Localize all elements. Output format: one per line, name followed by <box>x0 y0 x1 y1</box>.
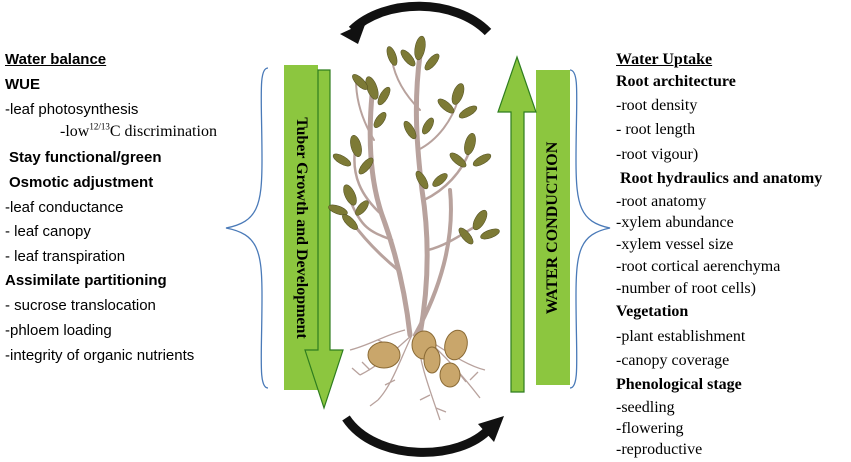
water-conduction-label: WATER CONDUCTION <box>544 141 561 315</box>
seedling-item: -seedling <box>616 399 675 416</box>
root-length-item: - root length <box>616 121 696 138</box>
cycle-arrow-top <box>340 1 492 44</box>
up-arrow <box>497 55 537 393</box>
root-cells-item: -number of root cells) <box>616 280 756 297</box>
assimilate-heading: Assimilate partitioning <box>5 272 167 289</box>
root-anatomy-item: -root anatomy <box>616 193 707 210</box>
phloem-item: -phloem loading <box>5 322 112 339</box>
canopy-coverage-item: -canopy coverage <box>616 352 730 369</box>
reproductive-item: -reproductive <box>616 441 703 458</box>
xylem-vessel-item: -xylem vessel size <box>616 236 734 253</box>
phenological-heading: Phenological stage <box>616 376 742 393</box>
potato-plant-illustration <box>328 35 500 421</box>
water-uptake-title: Water Uptake <box>616 51 713 68</box>
leaf-photosynthesis-item: -leaf photosynthesis <box>5 101 139 118</box>
flowering-item: -flowering <box>616 420 684 437</box>
sucrose-item: - sucrose translocation <box>5 297 156 314</box>
water-conduction-bar <box>536 70 570 385</box>
tuber-growth-bar <box>284 65 318 390</box>
xylem-abundance-item: -xylem abundance <box>616 214 734 231</box>
down-arrow <box>304 69 344 410</box>
stay-green-heading: Stay functional/green <box>9 149 162 166</box>
cycle-arrow-bottom <box>342 415 504 457</box>
integrity-item: -integrity of organic nutrients <box>5 347 195 364</box>
water-balance-title: Water balance <box>5 51 107 68</box>
root-density-item: -root density <box>616 97 698 114</box>
leaf-conductance-item: -leaf conductance <box>5 199 124 216</box>
root-vigour-item: -root vigour) <box>616 146 699 163</box>
wue-heading: WUE <box>5 76 40 93</box>
plant-establishment-item: -plant establishment <box>616 328 746 345</box>
tuber-growth-label: Tuber Growth and Development <box>293 117 310 339</box>
c-discrimination-item: -low12/13C discrimination <box>60 121 217 140</box>
leaf-transpiration-item: - leaf transpiration <box>5 248 126 265</box>
right-brace <box>569 69 611 389</box>
left-brace <box>225 67 269 389</box>
root-hydraulics-heading: Root hydraulics and anatomy <box>620 170 823 187</box>
vegetation-heading: Vegetation <box>616 303 689 320</box>
leaf-canopy-item: - leaf canopy <box>5 223 91 240</box>
osmotic-heading: Osmotic adjustment <box>9 174 154 191</box>
root-architecture-heading: Root architecture <box>616 73 736 90</box>
cortical-item: -root cortical aerenchyma <box>616 258 781 275</box>
